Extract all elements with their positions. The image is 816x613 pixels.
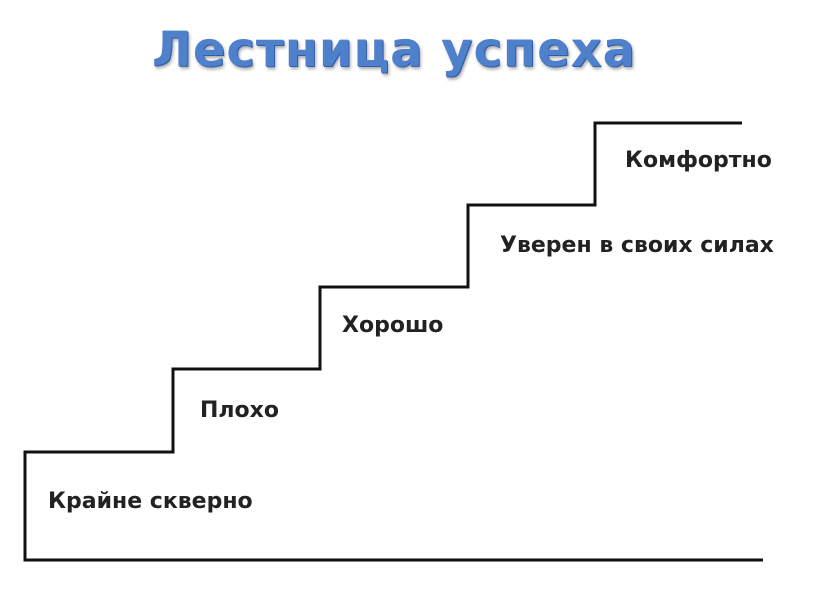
step-label-2: Плохо	[200, 398, 279, 423]
step-label-4: Уверен в своих силах	[500, 233, 774, 258]
diagram-title: Лестница успеха	[152, 22, 636, 78]
step-label-5: Комфортно	[625, 148, 772, 173]
step-label-1: Крайне скверно	[48, 489, 253, 514]
staircase-outline	[23, 121, 763, 562]
step-label-3: Хорошо	[342, 313, 444, 338]
